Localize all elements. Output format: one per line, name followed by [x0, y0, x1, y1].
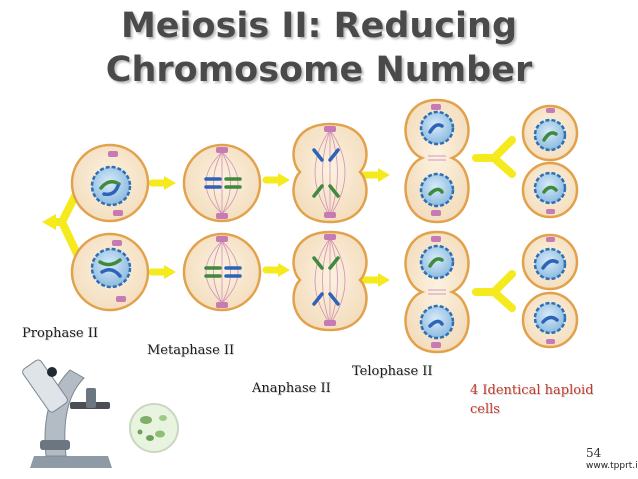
prophase-cell-top [70, 143, 150, 223]
metaphase-cell-bottom [182, 232, 262, 312]
slide-number: 54 [586, 446, 602, 460]
label-telophase-ii: Telophase II [352, 364, 433, 379]
anaphase-cell-bottom [292, 230, 368, 332]
microbe-icon [129, 403, 179, 453]
label-haploid-cells: 4 Identical haploid cells [470, 383, 594, 417]
anaphase-cell-top [292, 122, 368, 224]
branch-arrow-top-right [472, 136, 516, 178]
stage-arrows [148, 168, 390, 287]
prophase-cell-bottom [70, 232, 150, 312]
label-metaphase-ii: Metaphase II [147, 343, 235, 358]
haploid-cell-3 [521, 233, 579, 291]
slide-title: Meiosis II: Reducing Chromosome Number [0, 4, 638, 92]
haploid-cell-2 [521, 161, 579, 219]
branch-arrow-left [42, 186, 82, 260]
metaphase-cell-top [182, 143, 262, 223]
label-prophase-ii: Prophase II [22, 326, 99, 341]
branch-arrow-bottom-right [472, 270, 516, 312]
site-credit: www.tpprt.info [586, 461, 638, 471]
label-anaphase-ii: Anaphase II [252, 381, 331, 396]
title-line-1: Meiosis II: Reducing [120, 6, 518, 46]
telophase-cell-bottom [404, 230, 470, 354]
haploid-cell-4 [521, 291, 579, 349]
title-line-2: Chromosome Number [105, 50, 533, 90]
microscope-icon [22, 359, 112, 468]
haploid-cell-1 [521, 104, 579, 162]
telophase-cell-top [404, 98, 470, 224]
